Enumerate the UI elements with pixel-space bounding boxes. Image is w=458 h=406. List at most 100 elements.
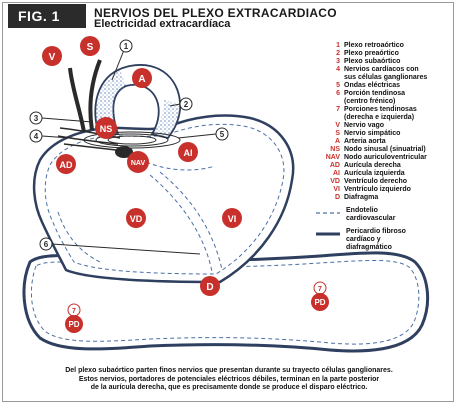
pointer-4 — [41, 135, 71, 139]
legend-key: 5 — [336, 82, 340, 89]
legend-key: 4 — [336, 66, 340, 73]
figure-label: FIG. 1 — [8, 4, 86, 28]
legend-item: V Nervio vago — [318, 122, 450, 130]
legend-text: sus células ganglionares — [344, 74, 428, 81]
legend-key — [318, 98, 344, 106]
electric-wave-1 — [107, 135, 157, 145]
legend-key: 2 — [336, 50, 340, 57]
legend-key: 7 — [336, 106, 340, 113]
callout-6: 6 — [39, 237, 53, 251]
legend-text: Plexo retroaórtico — [344, 42, 404, 49]
electric-wave-2 — [95, 133, 169, 147]
svg-text:7: 7 — [318, 286, 322, 293]
marker-left-ventricle: VI — [222, 208, 242, 228]
legend-key: S — [335, 130, 340, 137]
legend-text: Plexo preaórtico — [344, 50, 399, 57]
legend-solid-line-3: diafragmático — [346, 244, 392, 251]
septum-line-2 — [159, 171, 223, 271]
svg-text:S: S — [87, 42, 94, 53]
legend-text: Aurícula derecha — [344, 162, 401, 169]
marker-sinus-node: NS — [95, 117, 117, 139]
legend-item: 1 Plexo retroaórtico — [318, 42, 450, 50]
preaortic-plexus — [152, 100, 180, 138]
svg-text:1: 1 — [124, 42, 129, 51]
legend-dashed-line-1: Endotelio — [346, 207, 378, 214]
svg-text:AI: AI — [184, 148, 193, 158]
legend-key: D — [334, 194, 340, 201]
cardiac-nerve-2 — [57, 135, 119, 145]
svg-text:7: 7 — [72, 308, 76, 315]
svg-text:6: 6 — [44, 240, 49, 249]
legend-item: 6 Porción tendinosa — [318, 90, 450, 98]
svg-text:VI: VI — [228, 214, 237, 224]
svg-text:PD: PD — [314, 298, 325, 307]
marker-av-node: NAV — [127, 151, 149, 173]
legend-item: sus células ganglionares — [318, 74, 450, 82]
svg-text:V: V — [49, 52, 56, 63]
caption-line-3: de la aurícula derecha, que es precisame… — [90, 384, 368, 391]
legend-key: 1 — [336, 42, 340, 49]
marker-sympathetic: S — [80, 36, 100, 56]
legend-key — [318, 74, 344, 82]
callout-2: 2 — [179, 97, 193, 111]
svg-text:AD: AD — [60, 160, 73, 170]
callout-4: 4 — [29, 129, 43, 143]
legend-item: VI Ventrículo izquierdo — [318, 186, 450, 194]
legend-text: Nervios cardíacos con — [344, 66, 419, 73]
marker-aorta: A — [132, 68, 152, 88]
svg-text:PD: PD — [68, 320, 79, 329]
septum-line-1 — [149, 174, 213, 273]
legend-solid-label: Pericardio fibroso cardíaco y diafragmát… — [346, 228, 406, 252]
figure-title: NERVIOS DEL PLEXO EXTRACARDIACO — [94, 6, 337, 20]
sinus-node-spot — [115, 146, 133, 158]
figure-subtitle: Electricidad extracardíaca — [94, 18, 231, 30]
legend-text: Diafragma — [344, 194, 379, 201]
heart-pericardium — [32, 114, 295, 284]
legend-item: 4 Nervios cardíacos con — [318, 66, 450, 74]
callout-5: 5 — [215, 127, 229, 141]
legend-key: A — [334, 138, 340, 145]
legend-dashed-label: Endotelio cardiovascular — [346, 207, 395, 223]
callout-3: 3 — [29, 111, 43, 125]
pointer-6 — [51, 243, 201, 255]
legend-key: AI — [333, 170, 340, 177]
heart-endothelium — [44, 123, 285, 275]
legend-item: 7 Porciones tendinosas — [318, 106, 450, 114]
legend-key: 6 — [336, 90, 340, 97]
legend-item: (centro frénico) — [318, 98, 450, 106]
svg-text:NAV: NAV — [131, 160, 146, 167]
svg-text:NS: NS — [100, 124, 113, 134]
figure-frame — [2, 2, 454, 402]
legend-item: (derecha e izquierda) — [318, 114, 450, 122]
legend-key: VI — [333, 186, 340, 193]
caption-line-1: Del plexo subaórtico parten finos nervio… — [65, 367, 393, 374]
legend-text: Porciones tendinosas — [344, 106, 417, 113]
legend-text: Aurícula izquierda — [344, 170, 405, 177]
marker-vagus: V — [42, 46, 62, 66]
callout-1: 1 — [119, 39, 133, 53]
legend-key: V — [335, 122, 340, 129]
legend-dashed-line-2: cardiovascular — [346, 215, 396, 222]
legend-text: Porción tendinosa — [344, 90, 406, 97]
legend-text: Nervio vago — [344, 122, 385, 129]
marker-right-ventricle: VD — [126, 208, 146, 228]
legend-key: NAV — [325, 154, 340, 161]
legend-text: Ventrículo izquierdo — [344, 186, 411, 193]
legend-key: VD — [330, 178, 340, 185]
svg-text:VD: VD — [130, 214, 143, 224]
legend-solid-line-1: Pericardio fibroso — [346, 228, 406, 235]
marker-tendinous-right: 7 PD — [65, 303, 83, 333]
cardiac-nerve-3 — [63, 143, 117, 151]
legend-item: AI Aurícula izquierda — [318, 170, 450, 178]
legend-text: (centro frénico) — [344, 98, 396, 105]
svg-text:5: 5 — [220, 130, 225, 139]
pointer-1 — [111, 49, 125, 81]
legend-text: Ventrículo derecho — [344, 178, 408, 185]
vagus-nerve — [68, 67, 86, 133]
